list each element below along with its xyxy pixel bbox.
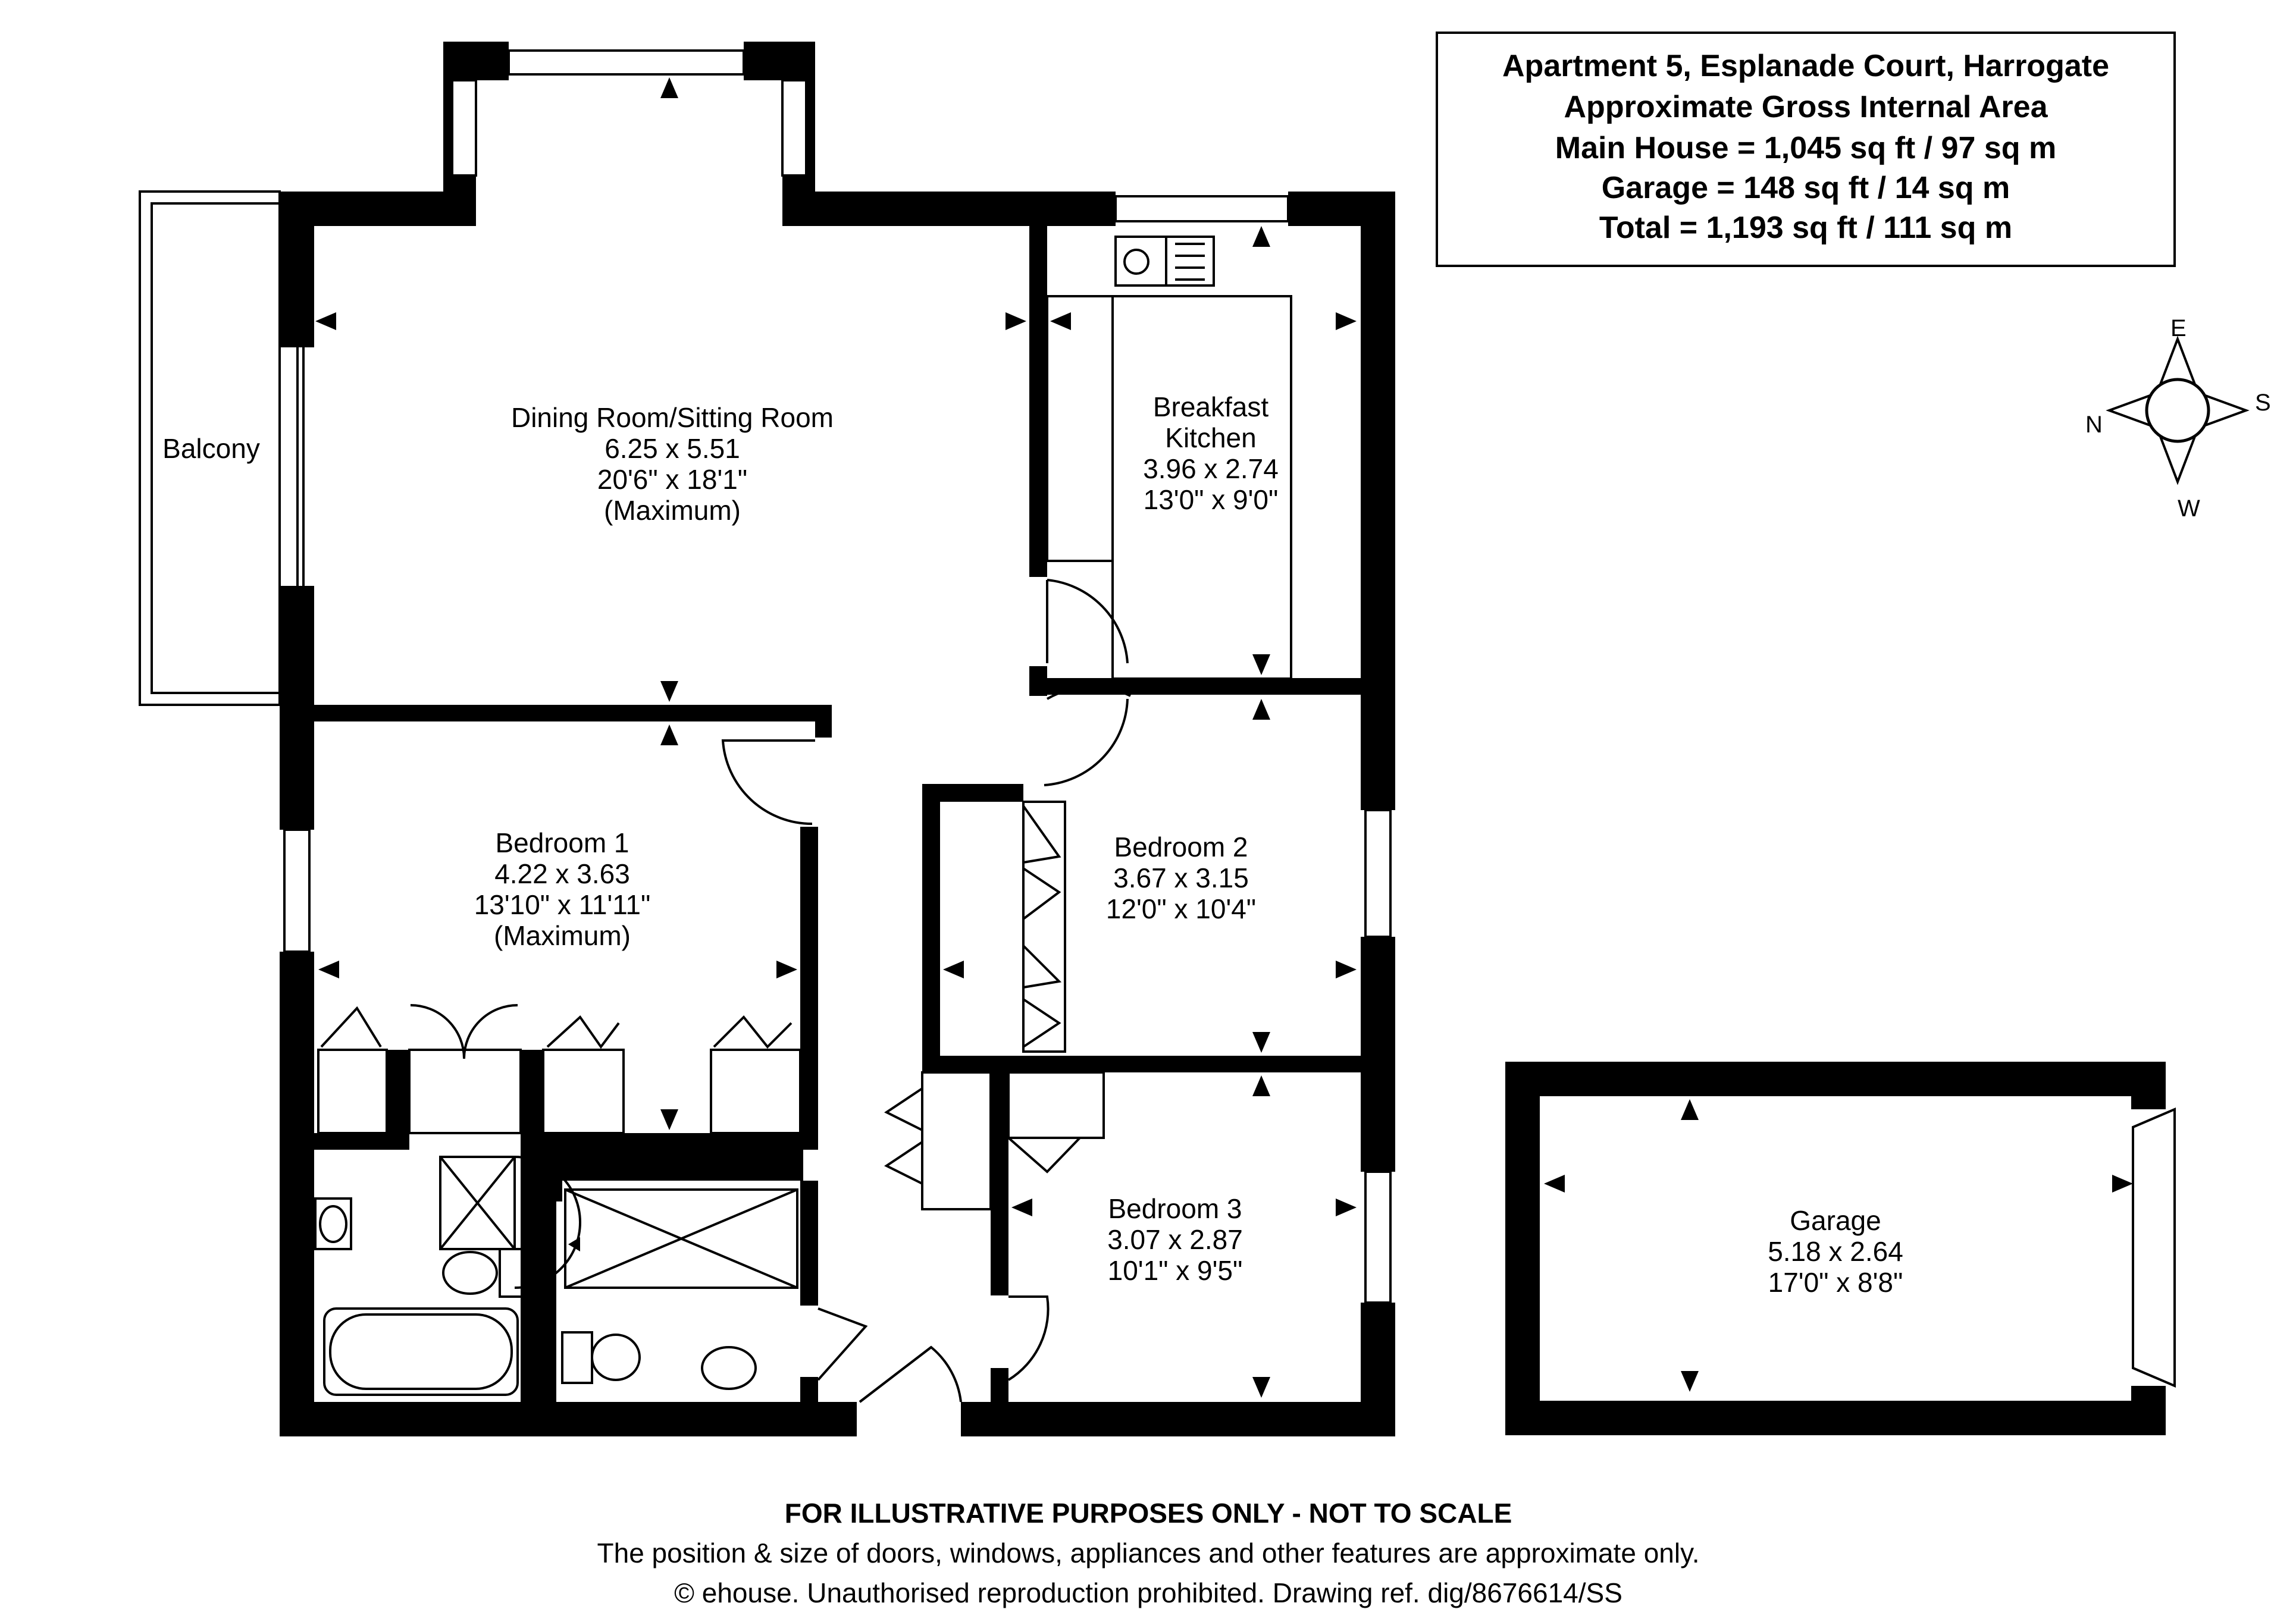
bedroom2-name: Bedroom 2 xyxy=(1114,832,1248,862)
room-label-dining: Dining Room/Sitting Room 6.25 x 5.51 20'… xyxy=(511,402,834,526)
kitchen-name-line2: Kitchen xyxy=(1165,422,1256,453)
title-total-area: Total = 1,193 sq ft / 111 sq m xyxy=(1599,211,2012,245)
kitchen-metric: 3.96 x 2.74 xyxy=(1143,453,1279,484)
dimension-arrows xyxy=(315,77,2133,1398)
room-label-bedroom1: Bedroom 1 4.22 x 3.63 13'10" x 11'11" (M… xyxy=(474,827,651,951)
footer-disclaimer-text: The position & size of doors, windows, a… xyxy=(597,1538,1700,1568)
room-label-balcony: Balcony xyxy=(162,433,260,464)
bedroom1-metric: 4.22 x 3.63 xyxy=(494,858,630,889)
compass-icon: E N S W xyxy=(2085,315,2271,522)
room-label-bedroom3: Bedroom 3 3.07 x 2.87 10'1" x 9'5" xyxy=(1107,1193,1243,1286)
compass-label-n: N xyxy=(2085,412,2103,438)
garage xyxy=(1505,1062,2176,1435)
compass-label-s: S xyxy=(2255,390,2271,416)
dining-imperial: 20'6" x 18'1" xyxy=(597,464,747,495)
footer: FOR ILLUSTRATIVE PURPOSES ONLY - NOT TO … xyxy=(597,1498,1700,1608)
room-label-kitchen: Breakfast Kitchen 3.96 x 2.74 13'0" x 9'… xyxy=(1143,391,1279,515)
title-area-heading: Approximate Gross Internal Area xyxy=(1564,90,2048,124)
bedroom1-imperial: 13'10" x 11'11" xyxy=(474,889,651,920)
compass-label-w: W xyxy=(2178,495,2200,522)
dining-metric: 6.25 x 5.51 xyxy=(604,433,740,464)
dining-name: Dining Room/Sitting Room xyxy=(511,402,834,433)
balcony-name: Balcony xyxy=(162,433,260,464)
kitchen-imperial: 13'0" x 9'0" xyxy=(1144,484,1279,515)
garage-name: Garage xyxy=(1790,1205,1881,1236)
title-garage-area: Garage = 148 sq ft / 14 sq m xyxy=(1602,171,2010,205)
doors xyxy=(314,236,1292,1403)
room-label-garage: Garage 5.18 x 2.64 17'0" x 8'8" xyxy=(1768,1205,1903,1298)
dining-note: (Maximum) xyxy=(604,495,741,526)
room-label-bedroom2: Bedroom 2 3.67 x 3.15 12'0" x 10'4" xyxy=(1106,832,1256,924)
windows xyxy=(283,49,1392,1304)
title-main-house-area: Main House = 1,045 sq ft / 97 sq m xyxy=(1555,131,2056,165)
kitchen-name-line1: Breakfast xyxy=(1153,391,1269,422)
garage-imperial: 17'0" x 8'8" xyxy=(1768,1267,1903,1298)
compass-label-e: E xyxy=(2170,315,2187,341)
bedroom3-name: Bedroom 3 xyxy=(1108,1193,1242,1224)
bedroom1-name: Bedroom 1 xyxy=(495,827,629,858)
title-address: Apartment 5, Esplanade Court, Harrogate xyxy=(1502,49,2109,83)
footer-disclaimer-heading: FOR ILLUSTRATIVE PURPOSES ONLY - NOT TO … xyxy=(785,1498,1512,1529)
bedroom1-note: (Maximum) xyxy=(494,920,631,951)
footer-copyright: © ehouse. Unauthorised reproduction proh… xyxy=(674,1577,1622,1608)
title-box: Apartment 5, Esplanade Court, Harrogate … xyxy=(1436,32,2176,267)
bedroom2-imperial: 12'0" x 10'4" xyxy=(1106,893,1256,924)
garage-metric: 5.18 x 2.64 xyxy=(1768,1236,1903,1267)
bedroom3-imperial: 10'1" x 9'5" xyxy=(1108,1255,1243,1286)
bedroom2-metric: 3.67 x 3.15 xyxy=(1113,862,1249,893)
balcony xyxy=(139,190,281,706)
bedroom3-metric: 3.07 x 2.87 xyxy=(1107,1224,1243,1255)
